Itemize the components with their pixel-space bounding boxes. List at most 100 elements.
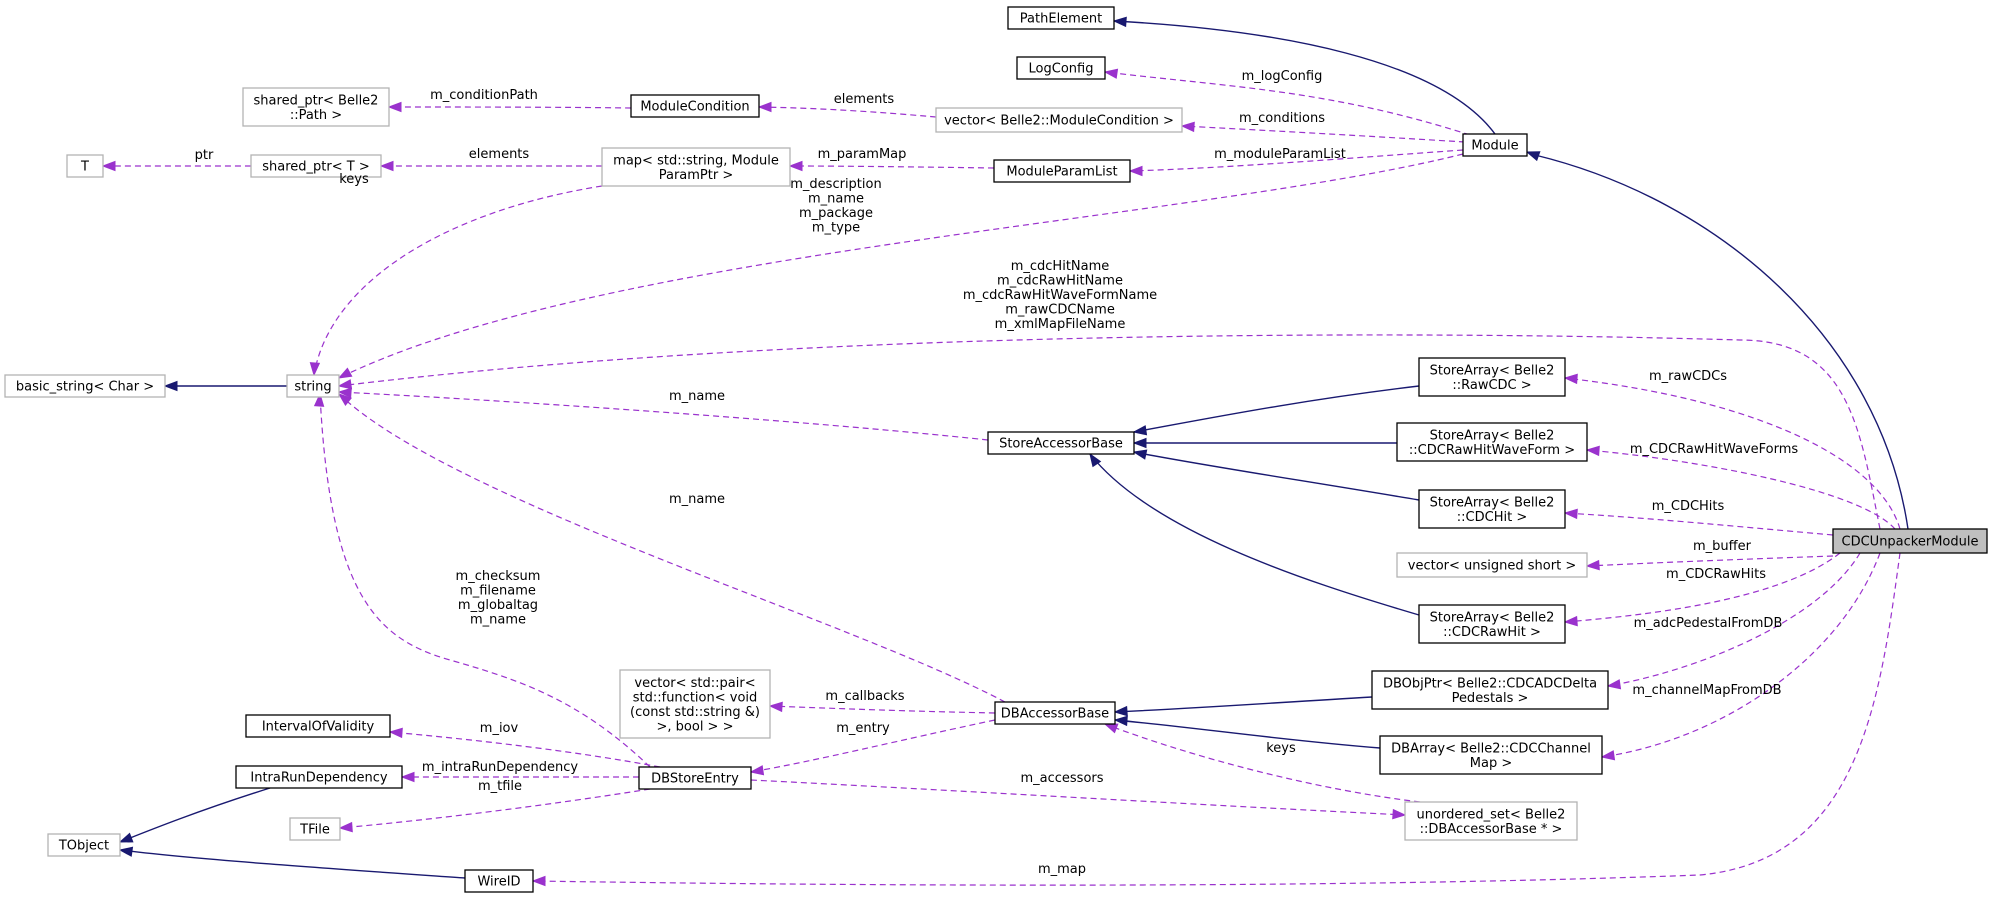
node-tfile[interactable]: TFile xyxy=(289,817,341,841)
node-label: std::function< void xyxy=(633,690,758,705)
edge-buffer xyxy=(1585,555,1834,571)
edge-channelmap-line xyxy=(1601,552,1881,758)
edge-entry-line xyxy=(750,719,996,773)
edge-conditions-arrowhead xyxy=(1180,121,1195,133)
edge-wireid-tobject-line xyxy=(119,849,466,879)
edge-conditionpath-line xyxy=(388,106,632,109)
node-tobject[interactable]: TObject xyxy=(47,833,121,857)
edge-keys-set-line xyxy=(1104,723,1421,803)
edge-ptr-arrowhead xyxy=(101,160,116,172)
edge-adcpedestal-line xyxy=(1607,552,1861,687)
node-box xyxy=(289,817,341,841)
node-label: ::RawCDC > xyxy=(1452,378,1531,393)
edge-keys-set-arrowhead xyxy=(1103,723,1119,734)
edge-pathelement-to-module-line xyxy=(1113,20,1496,135)
edge-dbarray xyxy=(1113,715,1381,749)
edge-conditionpath xyxy=(387,101,632,113)
edge-label-module-strings: m_type xyxy=(812,221,860,236)
node-sharedt[interactable]: shared_ptr< T > xyxy=(250,154,382,178)
edge-label-m-logconfig: m_logConfig xyxy=(1242,69,1323,84)
node-veccallbacks[interactable]: vector< std::pair<std::function< void(co… xyxy=(619,669,771,739)
node-sarawhit[interactable]: StoreArray< Belle2::CDCRawHit > xyxy=(1418,604,1566,644)
node-sarawcdc[interactable]: StoreArray< Belle2::RawCDC > xyxy=(1418,357,1566,397)
edge-dbstore-strings-arrowhead xyxy=(313,392,325,407)
node-label: StoreArray< Belle2 xyxy=(1430,428,1555,443)
edge-label-m-name-db: m_name xyxy=(669,492,725,507)
edge-label-dbstore-strings: m_name xyxy=(470,613,526,628)
edge-elements-map xyxy=(379,160,602,172)
node-label: ParamPtr > xyxy=(659,168,734,183)
edge-label-module-strings: m_package xyxy=(799,206,873,221)
edge-dbobjptr-line xyxy=(1114,696,1373,713)
edge-label-m-parammap: m_paramMap xyxy=(818,147,907,162)
node-sacdchit[interactable]: StoreArray< Belle2::CDCHit > xyxy=(1418,489,1566,529)
edge-module-to-unpacker-line xyxy=(1534,154,1909,530)
edge-adcpedestal xyxy=(1606,552,1861,690)
node-label: map< std::string, Module xyxy=(613,153,779,168)
edge-cdcrawhits-arrowhead xyxy=(1563,615,1578,627)
edge-keys-map-line xyxy=(313,185,603,376)
edge-label-dbstore-strings: m_filename xyxy=(460,584,536,599)
node-label: StoreArray< Belle2 xyxy=(1430,363,1555,378)
edge-entry-arrowhead xyxy=(749,765,765,776)
edge-label-m-tfile: m_tfile xyxy=(478,779,522,794)
edge-label-dbstore-strings: m_globaltag xyxy=(458,598,538,613)
node-moduleparamlist[interactable]: ModuleParamList xyxy=(993,159,1131,183)
node-label: StoreArray< Belle2 xyxy=(1430,495,1555,510)
node-intrarundependency[interactable]: IntraRunDependency xyxy=(235,765,403,789)
edge-unpacker-strings-line xyxy=(338,334,1881,530)
node-module[interactable]: Module xyxy=(1462,133,1528,157)
node-intervalofvalidity[interactable]: IntervalOfValidity xyxy=(245,714,391,738)
edge-label-unpacker-strings: m_xmlMapFileName xyxy=(995,317,1126,332)
node-sawave[interactable]: StoreArray< Belle2::CDCRawHitWaveForm > xyxy=(1396,422,1588,462)
node-label: ::CDCRawHit > xyxy=(1443,625,1541,640)
node-box xyxy=(47,833,121,857)
node-box xyxy=(1016,56,1106,80)
edge-tfile-arrowhead xyxy=(338,821,353,833)
node-storeaccessorbase[interactable]: StoreAccessorBase xyxy=(987,431,1135,455)
node-box xyxy=(1396,422,1588,462)
node-vecmodcond[interactable]: vector< Belle2::ModuleCondition > xyxy=(935,107,1183,133)
edge-accessors-arrowhead xyxy=(1392,808,1407,820)
node-unorderedset[interactable]: unordered_set< Belle2::DBAccessorBase * … xyxy=(1404,801,1578,841)
node-dbaccessorbase[interactable]: DBAccessorBase xyxy=(994,701,1116,725)
edge-callbacks-arrowhead xyxy=(768,701,783,713)
node-dbstoreentry[interactable]: DBStoreEntry xyxy=(638,766,752,790)
edge-intrarun-tobject-arrowhead xyxy=(118,832,134,843)
edge-moduleparamlist xyxy=(1128,149,1464,177)
node-string[interactable]: string xyxy=(286,374,340,398)
node-wireid[interactable]: WireID xyxy=(464,869,534,893)
node-modulecondition[interactable]: ModuleCondition xyxy=(630,94,760,118)
node-logconfig[interactable]: LogConfig xyxy=(1016,56,1106,80)
edge-label-elements-cond: elements xyxy=(834,92,895,107)
node-pathelement[interactable]: PathElement xyxy=(1007,6,1115,30)
edge-label-m-rawcdcs: m_rawCDCs xyxy=(1649,369,1727,384)
node-basicstring[interactable]: basic_string< Char > xyxy=(4,374,166,398)
edge-module-strings-line xyxy=(338,153,1464,379)
node-t[interactable]: T xyxy=(66,154,104,178)
node-label: unordered_set< Belle2 xyxy=(1417,807,1566,822)
node-vecushort[interactable]: vector< unsigned short > xyxy=(1396,552,1588,578)
edge-intrarun-tobject-line xyxy=(119,787,271,843)
node-box xyxy=(638,766,752,790)
node-label: IntraRunDependency xyxy=(250,771,388,786)
node-sharedpath[interactable]: shared_ptr< Belle2::Path > xyxy=(242,87,390,127)
edge-parammap-line xyxy=(789,165,995,169)
edge-entry xyxy=(749,719,996,776)
node-cdcunpackermodule[interactable]: CDCUnpackerModule xyxy=(1832,528,1988,554)
edge-conditionpath-arrowhead xyxy=(387,101,402,113)
edge-iov-arrowhead xyxy=(388,727,403,739)
edge-label-module-strings: m_description xyxy=(790,177,881,192)
edge-dbstore-strings-line xyxy=(319,393,651,768)
edge-cdchits-line xyxy=(1564,512,1834,536)
edge-elements-map-arrowhead xyxy=(379,160,394,172)
node-box xyxy=(619,669,771,739)
edge-sa-cdchit-arrowhead xyxy=(1132,449,1148,460)
edge-store-strings-arrowhead xyxy=(337,387,352,399)
edge-rawcdcs-line xyxy=(1564,377,1901,530)
edge-label-dbstore-strings: m_checksum xyxy=(456,569,541,584)
edge-map-line xyxy=(532,552,1901,886)
